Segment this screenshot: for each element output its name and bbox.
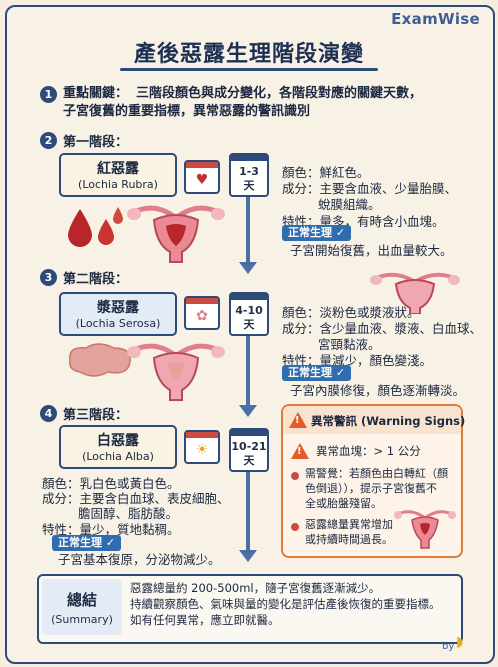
title-underline [120,68,378,71]
step-number-2: 2 [40,132,57,149]
stage3-days-range: 10-21 [231,440,267,453]
stage3-name-zh: 白惡露 [97,433,139,449]
warning-item-volume-line2: 或持續時間過長。 [305,533,393,546]
stage2-color: 顏色：淡粉色或漿液狀。 [282,305,420,320]
stage2-days-unit: 天 [243,318,255,331]
stage2-heading: 第二階段： [63,272,129,287]
timeline-arrow-1 [246,196,250,262]
step-number-1: 1 [40,86,57,103]
stage1-days-range: 1-3 [239,165,259,178]
stage1-name-en: (Lochia Rubra) [78,178,158,191]
stage1-color: 顏色：鮮紅色。 [282,165,370,180]
stage3-composition: 成分：主要含白血球、表皮細胞、 [42,491,230,506]
key-point-label: 重點關鍵： [63,86,129,101]
key-point-line2: 子宮復舊的重要指標，異常惡露的警訊識別 [63,104,311,119]
stage3-normal-badge: 正常生理 ✓ [52,535,122,551]
warning-item-color-line3: 全或胎盤殘留。 [305,497,382,510]
step-number-4: 4 [40,405,57,422]
stage3-color: 顏色：乳白色或黃白色。 [42,476,180,491]
stage2-composition: 成分：含少量血液、漿液、白血球、 [282,321,483,336]
stage1-name-box: 紅惡露 (Lochia Rubra) [59,153,177,197]
key-point-line1: 三階段顏色與成分變化，各階段對應的關鍵天數， [136,86,423,101]
timeline-arrowhead-2 [239,405,257,417]
stage2-feature: 特性：量減少，顏色變淺。 [282,353,433,368]
stage2-days-box: 4-10 天 [229,292,269,336]
warning-header [283,406,461,434]
stage1-name-zh: 紅惡露 [97,161,139,177]
flower-calendar-icon: ✿ [184,296,220,330]
stage1-days-unit: 天 [243,179,255,192]
summary-label-en: (Summary) [51,613,113,626]
banana-icon: ◗ [456,634,464,650]
stage3-days-box: 10-21 天 [229,428,269,472]
sun-calendar-icon: ☀ [184,430,220,464]
stage1-note: 子宮開始復舊，出血量較大。 [290,243,453,258]
stage1-heading: 第一階段： [63,135,129,150]
stage3-name-box: 白惡露 (Lochia Alba) [59,425,177,469]
blood-stain-icon [68,343,131,377]
stage2-name-box: 漿惡露 (Lochia Serosa) [59,292,177,336]
warning-icon: ! [291,443,309,459]
footer-by: by [442,641,455,652]
stage2-note: 子宮內膜修復，顏色逐漸轉淡。 [290,383,466,398]
step-number-3: 3 [40,269,57,286]
summary-line2: 持續觀察顏色、氣味與量的變化是評估產後恢復的重要指標。 [130,597,441,611]
stage1-composition-cont: 蛻膜組織。 [318,197,381,212]
timeline-arrow-2 [246,336,250,406]
stage1-normal-badge: 正常生理 ✓ [282,225,352,241]
uterus-icon [127,205,225,263]
stage3-composition-cont: 膽固醇、脂肪酸。 [78,506,179,521]
warning-title: 異常警訊 (Warning Signs) [311,414,466,428]
stage2-name-en: (Lochia Serosa) [75,317,161,330]
stage2-normal-badge: 正常生理 ✓ [282,365,352,381]
stage2-days-range: 4-10 [235,304,263,317]
blood-drops-icon [68,207,123,247]
timeline-arrow-3 [246,470,250,550]
stage2-composition-cont: 宮頸黏液。 [318,337,381,352]
summary-line1: 惡露總量約 200-500ml，隨子宮復舊逐漸減少。 [130,581,381,595]
uterus-icon [127,343,225,401]
stage3-heading: 第三階段： [63,408,129,423]
heart-calendar-icon: ♥ [184,160,220,194]
brand-logo[interactable]: ExamWise [391,10,480,28]
page-title: 產後惡露生理階段演變 [133,42,364,67]
warning-icon: ! [289,412,307,428]
timeline-arrowhead-3 [239,550,257,562]
warning-item-color-line1: 需警覺：若顏色由白轉紅（顏 [305,467,448,480]
stage3-name-en: (Lochia Alba) [82,450,154,463]
stage3-feature: 特性：量少，質地黏稠。 [42,522,180,537]
stage1-days-box: 1-3 天 [229,153,269,197]
stage3-note: 子宮基本復原，分泌物減少。 [58,552,221,567]
bullet-dot [291,523,299,531]
warning-item-volume-line1: 惡露總量異常增加 [305,518,393,531]
timeline-arrowhead-1 [239,262,257,274]
bullet-dot [291,472,299,480]
summary-label-box: 總結 (Summary) [42,579,122,635]
summary-label-zh: 總結 [66,591,97,609]
stage1-composition: 成分：主要含血液、少量胎膜、 [282,181,458,196]
warning-item-color-line2: 色倒退）），提示子宮復舊不 [305,482,437,495]
uterus-icon [394,510,456,549]
summary-line3: 如有任何異常，應立即就醫。 [130,613,280,627]
stage3-days-unit: 天 [243,454,255,467]
warning-item-clot: 異常血塊：> 1 公分 [316,444,421,458]
uterus-icon [370,272,460,314]
stage2-name-zh: 漿惡露 [97,300,139,316]
